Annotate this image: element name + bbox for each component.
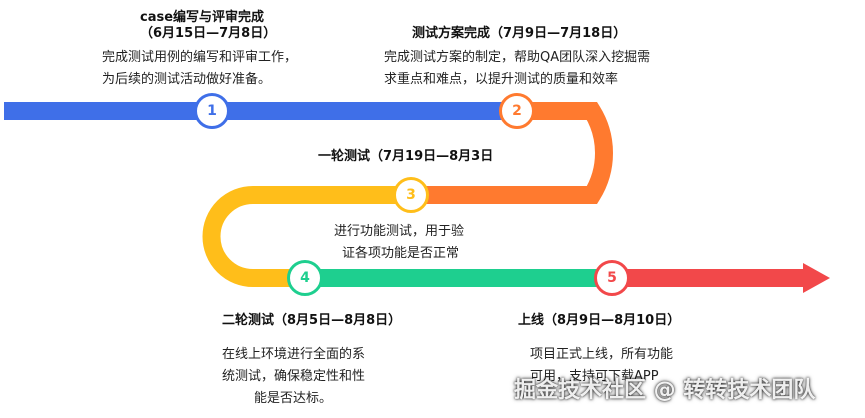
milestone-4-description: 在线上环境进行全面的系 统测试，确保稳定性和性 能是否达标。 [222, 344, 365, 410]
track-segment-orange [411, 102, 613, 204]
milestone-4-title: 二轮测试（8月5日—8月8日） [222, 313, 402, 328]
milestone-3-node: 3 [393, 177, 429, 213]
milestone-1-node: 1 [194, 93, 230, 129]
milestone-2-node: 2 [499, 93, 535, 129]
milestone-1-date: （6月15日—7月8日） [140, 26, 277, 41]
watermark: 掘金技术社区 @ 转转技术团队 [514, 378, 816, 403]
description-line: 能是否达标。 [254, 391, 333, 406]
description-line: 求重点和难点，以提升测试的质量和效率 [384, 72, 619, 87]
milestone-5-node: 5 [594, 260, 630, 296]
milestone-1-description: 完成测试用例的编写和评审工作， 为后续的测试活动做好准备。 [102, 47, 297, 91]
milestone-2-description: 完成测试方案的制定，帮助QA团队深入挖掘需 求重点和难点，以提升测试的质量和效率 [384, 47, 650, 91]
milestone-5-title: 上线（8月9日—8月10日） [518, 313, 681, 328]
description-line: 完成测试用例的编写和评审工作， [102, 50, 298, 65]
milestone-5-description: 项目正式上线，所有功能 可用，支持可下载APP [530, 344, 673, 388]
description-line: 完成测试方案的制定，帮助QA团队深入挖掘需 [384, 50, 651, 65]
milestone-4-node: 4 [287, 260, 323, 296]
description-line: 进行功能测试，用于验 [334, 224, 465, 239]
arrow-head-icon [803, 263, 830, 293]
track-segment-yellow [202, 186, 411, 287]
milestone-3-title: 一轮测试（7月19日—8月3日 [318, 149, 494, 164]
description-line: 为后续的测试活动做好准备。 [102, 72, 272, 87]
description-line: 项目正式上线，所有功能 [530, 347, 674, 362]
description-line: 可用，支持可下载APP [530, 369, 659, 384]
milestone-2-title: 测试方案完成（7月9日—7月18日） [412, 26, 627, 41]
description-line: 统测试，确保稳定性和性 [222, 369, 366, 384]
milestone-3-description: 进行功能测试，用于验 证各项功能是否正常 [334, 221, 464, 265]
description-line: 在线上环境进行全面的系 [222, 347, 366, 362]
description-line: 证各项功能是否正常 [342, 246, 460, 261]
milestone-1-title: case编写与评审完成 [140, 10, 265, 25]
